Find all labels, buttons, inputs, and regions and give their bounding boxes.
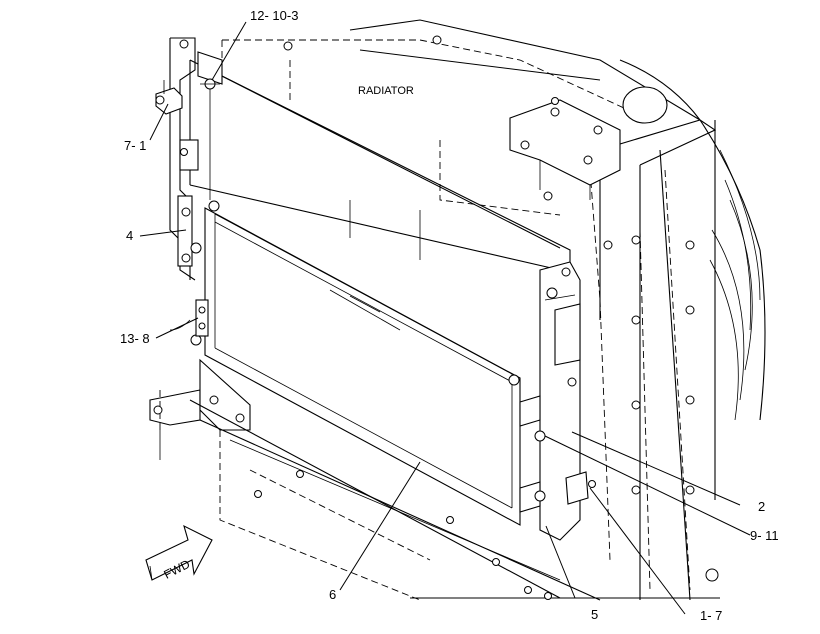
- callout-4: 4: [126, 228, 133, 243]
- callout-7-1: 7- 1: [124, 138, 146, 153]
- left-fittings: [195, 299, 209, 337]
- housing-bolts: [283, 35, 559, 201]
- callout-9-11: 9- 11: [750, 528, 779, 543]
- right-support: [519, 261, 596, 541]
- fan-shroud: [349, 19, 766, 601]
- callout-12-10-3: 12- 10-3: [250, 8, 298, 23]
- left-bracket: [169, 37, 199, 281]
- leader-lines: [139, 21, 751, 615]
- callout-5: 5: [591, 607, 598, 622]
- radiator-core: [189, 59, 571, 271]
- left-sensor: [155, 80, 183, 115]
- callout-2: 2: [758, 499, 765, 514]
- callout-13-8: 13- 8: [120, 331, 150, 346]
- callout-1-7: 1- 7: [700, 608, 722, 623]
- callout-6: 6: [329, 587, 336, 602]
- top-clip: [197, 51, 223, 90]
- lower-frame: [149, 319, 720, 601]
- upper-right-bracket: [509, 99, 621, 200]
- radiator-label: RADIATOR: [358, 85, 414, 97]
- forward-arrow-icon: FWD: [145, 524, 213, 582]
- radiator-housing-hidden: [159, 39, 691, 601]
